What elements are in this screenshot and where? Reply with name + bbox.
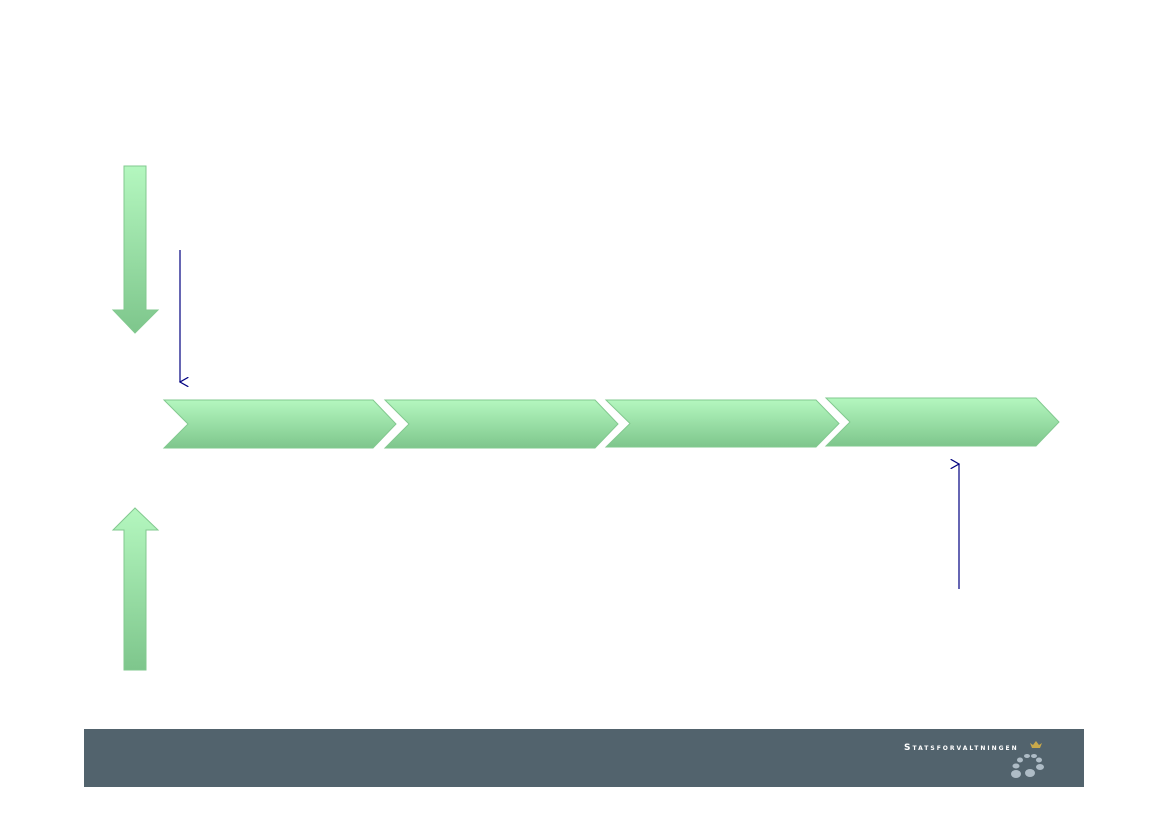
logo-icon [1011, 741, 1044, 778]
process-chevron-1 [162, 399, 397, 449]
up-arrow-shape [111, 507, 160, 671]
footer-bar: Statsforvaltningen [84, 729, 1084, 787]
process-chevron-4 [824, 397, 1060, 447]
process-chevron-3 [604, 399, 840, 448]
brand-name: Statsforvaltningen [904, 743, 1019, 753]
process-chevron-2 [383, 399, 619, 449]
down-arrow-shape [111, 165, 160, 334]
